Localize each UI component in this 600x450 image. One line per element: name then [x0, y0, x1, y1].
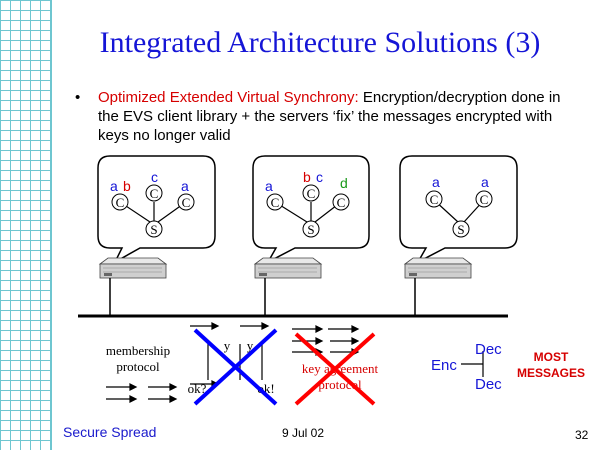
- group-label: b: [123, 178, 131, 194]
- group-label: c: [316, 169, 323, 185]
- dec-label-top: Dec: [475, 341, 502, 358]
- group-bubble-3: C C S a a: [399, 155, 518, 264]
- svg-text:y: y: [224, 338, 231, 353]
- crossed-key-agreement: key agreement protocol: [292, 325, 379, 406]
- footer-course-title: Secure Spread: [63, 424, 157, 440]
- server-node: [452, 220, 470, 238]
- group-bubble-2: C C C S a b c d: [252, 155, 370, 264]
- svg-text:S: S: [307, 222, 314, 237]
- svg-text:y: y: [247, 338, 254, 353]
- grid-background: [0, 0, 52, 450]
- bullet-body: Encryption/decryption done in the EVS cl…: [98, 89, 561, 144]
- svg-text:C: C: [430, 192, 439, 207]
- svg-text:C: C: [337, 195, 346, 210]
- server-icon: [254, 257, 322, 279]
- client-node: [111, 193, 129, 211]
- svg-text:C: C: [182, 195, 191, 210]
- bullet-highlight: Optimized Extended Virtual Synchrony:: [98, 89, 359, 106]
- key-agreement-line1: key agreement: [302, 361, 379, 376]
- group-label: a: [265, 178, 273, 194]
- bullet-text: Optimized Extended Virtual Synchrony: En…: [98, 88, 568, 145]
- svg-text:S: S: [150, 222, 157, 237]
- group-bubble-1: C C C S a b c a: [97, 155, 216, 264]
- client-node: [332, 193, 350, 211]
- client-node: [475, 190, 493, 208]
- client-node: [425, 190, 443, 208]
- svg-text:C: C: [271, 195, 280, 210]
- enc-dec-diagram: Enc Dec Dec MOST MESSAGES: [431, 341, 585, 393]
- group-label: d: [340, 175, 348, 191]
- group-label: a: [432, 174, 440, 190]
- key-agreement-line2: protocol: [318, 377, 362, 392]
- dec-label-bottom: Dec: [475, 376, 502, 393]
- svg-text:S: S: [457, 222, 464, 237]
- group-label: b: [303, 169, 311, 185]
- most-messages-line2: MESSAGES: [517, 366, 585, 380]
- enc-label: Enc: [431, 357, 457, 374]
- svg-text:C: C: [116, 195, 125, 210]
- group-label: a: [481, 174, 489, 190]
- footer-date: 9 Jul 02: [282, 426, 325, 440]
- server-node: [145, 220, 163, 238]
- membership-protocol: membership protocol: [106, 343, 178, 403]
- svg-text:ok?: ok?: [188, 381, 207, 396]
- svg-text:C: C: [150, 186, 159, 201]
- page-number: 32: [575, 428, 589, 442]
- server-node: [302, 220, 320, 238]
- group-label: c: [151, 169, 158, 185]
- svg-text:C: C: [480, 192, 489, 207]
- svg-text:C: C: [307, 186, 316, 201]
- server-icon: [404, 257, 472, 279]
- bullet-marker: •: [75, 89, 81, 106]
- group-label: a: [110, 178, 118, 194]
- blue-cross-line: [193, 328, 278, 406]
- server-icon: [99, 257, 167, 279]
- group-label: a: [181, 178, 189, 194]
- membership-label-line1: membership: [106, 343, 170, 358]
- most-messages-line1: MOST: [534, 350, 569, 364]
- slide-title: Integrated Architecture Solutions (3): [99, 26, 541, 59]
- client-node: [177, 193, 195, 211]
- red-cross-line: [294, 332, 376, 406]
- client-node: [266, 193, 284, 211]
- client-node: [145, 184, 163, 202]
- membership-label-line2: protocol: [116, 359, 160, 374]
- crossed-flush-protocol: y y ok? ok!: [188, 322, 278, 406]
- client-node: [302, 184, 320, 202]
